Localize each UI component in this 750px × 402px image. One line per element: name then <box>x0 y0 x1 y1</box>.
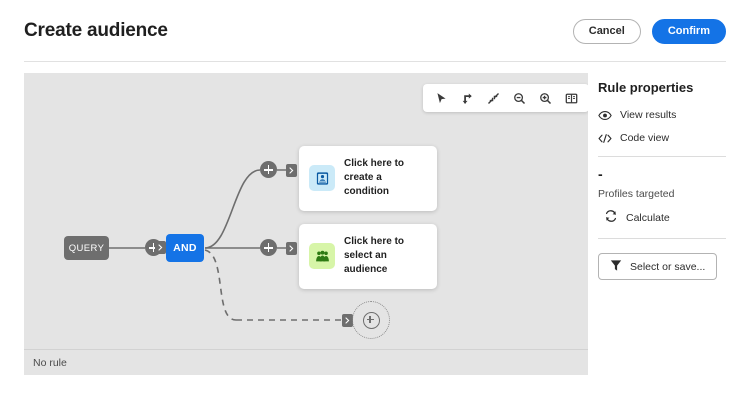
funnel-glyph <box>610 259 622 271</box>
chevron-right-icon <box>345 317 350 324</box>
rule-properties-panel: Rule properties View results Code view -… <box>598 80 726 280</box>
page-title: Create audience <box>24 20 168 41</box>
condition-form-icon <box>309 165 335 192</box>
fit-view-tool[interactable] <box>481 86 505 110</box>
collapse-arrows-icon <box>487 92 499 104</box>
eye-icon <box>598 110 612 121</box>
panel-title: Rule properties <box>598 80 694 95</box>
node-query[interactable]: QUERY <box>64 236 109 260</box>
rule-graph <box>24 73 588 375</box>
input-port-placeholder[interactable] <box>342 314 353 327</box>
filter-funnel-icon <box>610 259 622 275</box>
input-port-and[interactable] <box>155 241 166 254</box>
calculate-link[interactable]: Calculate <box>598 209 726 226</box>
select-or-save-button[interactable]: Select or save... <box>598 253 718 280</box>
plus-circle-icon <box>362 311 380 329</box>
card-label: Click here to create a condition <box>344 158 405 198</box>
canvas-toolbar[interactable] <box>423 84 588 112</box>
select-tool[interactable] <box>429 86 453 110</box>
input-port-audience-card[interactable] <box>286 242 297 255</box>
code-glyph <box>598 133 612 143</box>
canvas-status-bar: No rule <box>24 349 588 375</box>
code-view-link[interactable]: Code view <box>598 132 726 144</box>
eye-glyph <box>598 110 612 120</box>
panel-divider-1 <box>598 156 726 157</box>
rule-canvas[interactable]: QUERY AND Click here to create a conditi… <box>24 73 588 375</box>
map-icon <box>565 93 577 103</box>
status-text: No rule <box>33 356 67 369</box>
header-actions: Cancel Confirm <box>572 18 726 44</box>
add-node-branch-1[interactable] <box>260 161 277 178</box>
cursor-icon <box>436 92 446 103</box>
zoom-out-tool[interactable] <box>507 86 531 110</box>
profiles-targeted-value: - <box>598 166 603 182</box>
select-or-save-label: Select or save... <box>630 260 706 273</box>
audience-people-glyph <box>315 250 329 262</box>
cancel-button[interactable]: Cancel <box>572 18 641 44</box>
chevron-right-icon <box>289 245 294 252</box>
code-icon <box>598 133 612 144</box>
confirm-button[interactable]: Confirm <box>651 18 726 44</box>
profiles-targeted-label: Profiles targeted <box>598 188 675 200</box>
header-divider <box>24 61 726 62</box>
input-port-condition-card[interactable] <box>286 164 297 177</box>
zoom-in-icon <box>539 92 551 104</box>
panel-divider-2 <box>598 238 726 239</box>
view-results-link[interactable]: View results <box>598 109 726 121</box>
connector-tool[interactable] <box>455 86 479 110</box>
audience-people-icon <box>309 243 335 270</box>
card-select-audience[interactable]: Click here to select an audience <box>299 224 437 289</box>
condition-form-glyph <box>316 172 328 185</box>
view-results-label: View results <box>620 109 677 121</box>
refresh-icon <box>604 209 618 226</box>
minimap-tool[interactable] <box>559 86 583 110</box>
refresh-glyph <box>605 210 617 222</box>
graph-edges <box>109 169 342 321</box>
add-node-branch-2[interactable] <box>260 239 277 256</box>
chevron-right-icon <box>289 167 294 174</box>
add-branch-placeholder[interactable] <box>352 301 390 339</box>
code-view-label: Code view <box>620 132 670 144</box>
card-label: Click here to select an audience <box>344 236 405 276</box>
node-operator-and[interactable]: AND <box>166 234 204 262</box>
card-create-condition[interactable]: Click here to create a condition <box>299 146 437 211</box>
connector-arrow-icon <box>462 92 472 104</box>
zoom-out-icon <box>513 92 525 104</box>
chevron-right-icon <box>158 244 163 251</box>
calculate-label: Calculate <box>626 211 670 224</box>
page-header: Create audience Cancel Confirm <box>0 0 750 62</box>
zoom-in-tool[interactable] <box>533 86 557 110</box>
